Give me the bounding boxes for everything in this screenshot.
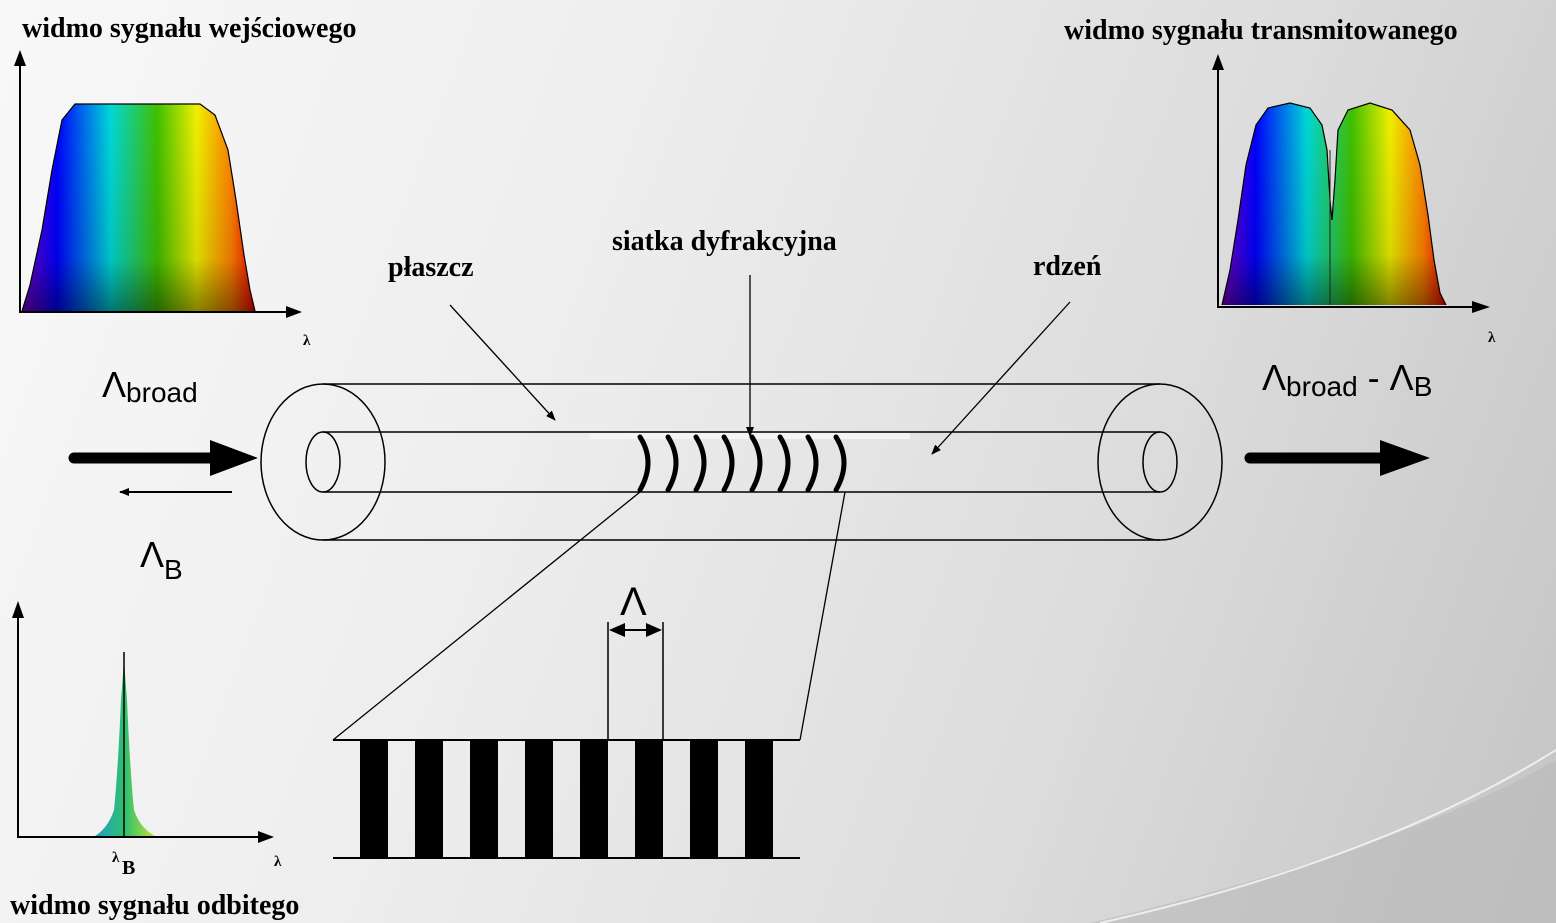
fiber-left-core-end [305, 431, 341, 493]
core-pointer [931, 301, 1071, 455]
transmitted-x-axis-arrowhead [1472, 301, 1490, 313]
reflected-x-tick-b: B [122, 857, 135, 879]
input-x-axis-label: λ [303, 333, 311, 349]
transmitted-spectrum-outline [1221, 102, 1447, 306]
optical-fiber [260, 383, 1223, 541]
reflected-x-tick-lambda: λ [112, 850, 120, 866]
reflected-spectrum-plot [12, 601, 274, 843]
core-label: rdzeń [1033, 251, 1102, 282]
zoom-line-left [332, 491, 641, 741]
cladding-label: płaszcz [388, 252, 474, 283]
input-x-axis-arrowhead [286, 306, 302, 318]
reflected-y-axis-arrowhead [12, 601, 24, 618]
output-arrow [1244, 440, 1430, 476]
input-spectrum-plot [14, 50, 302, 318]
input-arrow [68, 440, 258, 476]
reflected-x-axis-arrowhead [258, 831, 274, 843]
reflected-spectrum-title: widmo sygnału odbitego [10, 890, 299, 921]
input-spectrum-title: widmo sygnału wejściowego [22, 13, 356, 44]
transmitted-spectrum-plot [1212, 54, 1490, 313]
background-swoosh [1090, 760, 1556, 923]
reflected-x-axis-label: λ [274, 854, 282, 870]
input-y-axis-arrowhead [14, 50, 26, 66]
input-wavelength-label: Λbroad [102, 364, 198, 408]
cladding-pointer [449, 304, 556, 421]
period-arrowhead-left [609, 623, 625, 637]
reflected-wavelength-label: ΛB [140, 534, 183, 585]
zoom-line-right [799, 491, 846, 741]
grating-label: siatka dyfrakcyjna [612, 226, 837, 257]
period-arrowhead-right [646, 623, 662, 637]
transmitted-y-axis-arrowhead [1212, 54, 1224, 70]
magnified-grating-bars [360, 740, 773, 858]
output-wavelength-label: Λbroad - ΛB [1262, 357, 1432, 402]
fiber-left-cladding-end [260, 383, 386, 541]
transmitted-x-axis-label: λ [1488, 330, 1496, 346]
fiber-right-core-end [1142, 431, 1178, 493]
input-spectrum-outline [21, 103, 256, 312]
reflected-peak-fill [95, 660, 155, 836]
grating-fringes [637, 434, 847, 493]
grating-period-label: Λ [620, 580, 647, 624]
transmitted-spectrum-title: widmo sygnału transmitowanego [1064, 15, 1458, 46]
background-swoosh-edge [1099, 749, 1556, 923]
magnified-grating [333, 622, 800, 859]
fiber-right-cladding-end [1097, 383, 1223, 541]
